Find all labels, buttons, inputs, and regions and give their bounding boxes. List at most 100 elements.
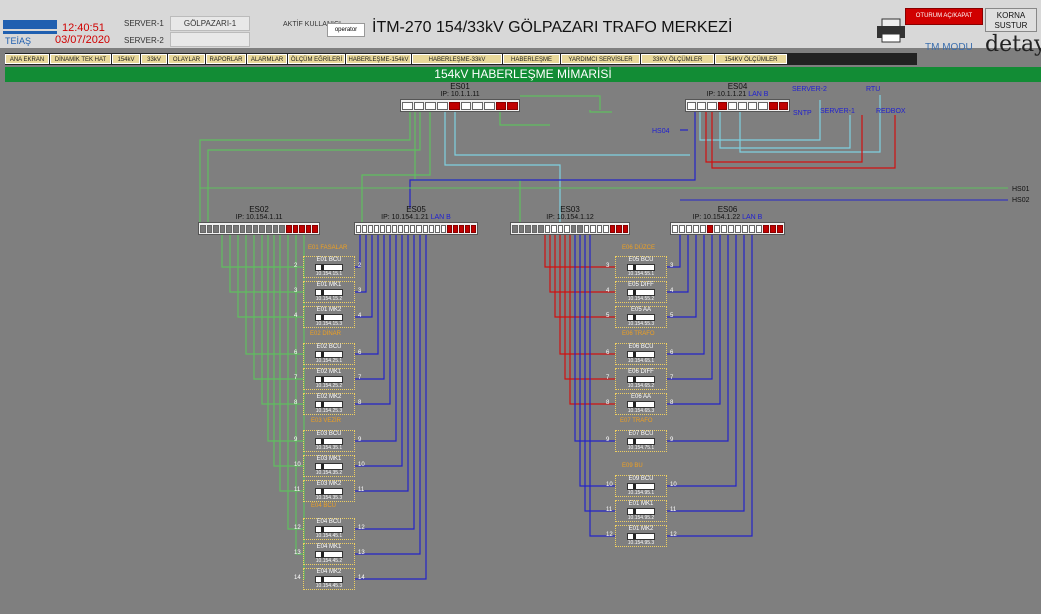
switch-port [707,102,717,110]
port-number: 6 [358,350,362,356]
switch-port [687,102,697,110]
nav-button[interactable]: HABERLEŞME [503,54,560,64]
switch-port [458,225,464,233]
nav-button[interactable]: 33kV [141,54,167,64]
port-number: 6 [606,350,610,356]
nav-button[interactable]: HABERLEŞME-33kV [412,54,502,64]
nav-button[interactable]: ALARMLAR [247,54,287,64]
device-ip: 10.154.65.3 [627,408,655,414]
nav-button[interactable]: 33KV ÖLÇÜMLER [641,54,714,64]
nav-button[interactable]: ÖLÇÜM EĞRİLERİ [288,54,345,64]
port-number: 2 [294,263,298,269]
switch-name: ES02 [249,205,269,214]
device-name: E01 MK1 [316,282,342,288]
nav-button[interactable]: OLAYLAR [168,54,205,64]
switch-es06[interactable]: ES06 IP: 10.154.1.22 LAN B [670,206,785,235]
device-icon [315,289,343,296]
switch-port [551,225,557,233]
printer-icon[interactable] [876,17,906,43]
port-number: 9 [606,437,610,443]
tm-modu-label[interactable]: TM MODU [925,42,973,53]
switch-port [440,225,446,233]
device-ip: 10.154.15.2 [315,296,343,302]
device-icon [627,508,655,515]
port-number: 5 [670,313,674,319]
ied-device[interactable]: E01 MK1 10.154.15.2 [303,281,355,303]
nav-button[interactable]: DİNAMİK TEK HAT [50,54,111,64]
device-ip: 10.154.25.2 [315,383,343,389]
switch-port [305,225,312,233]
switch-es02[interactable]: ES02 IP: 10.154.1.11 [198,206,320,235]
switch-port [518,225,524,233]
nav-button[interactable]: RAPORLAR [206,54,246,64]
port-number: 4 [358,313,362,319]
device-icon [315,351,343,358]
nav-button[interactable]: YARDIMCI SERVİSLER [561,54,640,64]
switch-es03[interactable]: ES03 IP: 10.154.1.12 [510,206,630,235]
switch-port [356,225,362,233]
switch-port [686,225,692,233]
device-icon [627,264,655,271]
active-user-value[interactable]: operator [327,23,365,37]
group-label: E02 DİNAR [310,331,342,337]
switch-es04[interactable]: ES04 IP: 10.1.1.21 LAN B [685,83,790,112]
switch-port [622,225,628,233]
device-ip: 10.154.95.2 [627,515,655,521]
switch-port [448,102,460,110]
label-rtu: RTU [866,86,881,93]
switch-port [727,102,738,110]
switch-port [672,225,678,233]
port-number: 9 [294,437,298,443]
port-number: 12 [358,525,365,531]
device-name: E04 BCU [316,519,342,525]
session-toggle-button[interactable]: OTURUM AÇ/KAPAT [905,8,983,25]
switch-port [452,225,458,233]
switch-port [239,225,246,233]
switch-port [464,225,470,233]
switch-es01[interactable]: ES01 IP: 10.1.1.11 [400,83,520,112]
device-icon [627,533,655,540]
port-number: 9 [670,437,674,443]
switch-name: ES03 [560,205,580,214]
device-name: E07 BCU [628,431,654,437]
switch-port [368,225,374,233]
nav-button[interactable]: 154KV ÖLÇÜMLER [715,54,787,64]
nav-button[interactable]: HABERLEŞME-154kV [346,54,411,64]
switch-port [538,225,544,233]
switch-port [679,225,685,233]
device-icon [315,264,343,271]
nav-button[interactable]: ANA EKRAN [5,54,49,64]
device-name: E04 MK2 [316,569,342,575]
switch-port [544,225,550,233]
port-number: 7 [606,375,610,381]
switch-port [768,102,778,110]
port-number: 9 [358,437,362,443]
port-number: 6 [670,350,674,356]
nav-button[interactable]: 154kV [112,54,140,64]
korna-sustur-button[interactable]: KORNA SUSTUR [985,8,1037,32]
switch-es05[interactable]: ES05 IP: 10.154.1.21 LAN B [354,206,478,235]
device-ip: 10.154.25.1 [315,358,343,364]
